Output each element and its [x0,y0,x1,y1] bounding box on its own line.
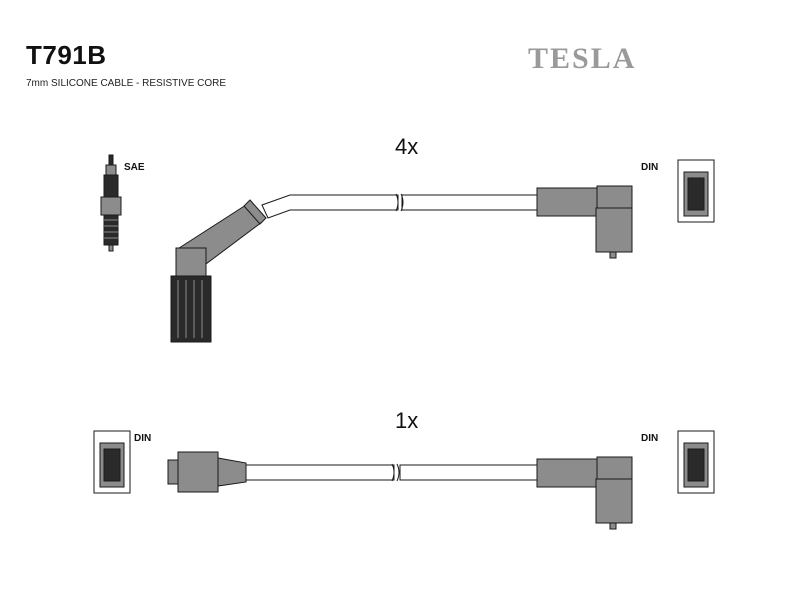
cable-description: 7mm SILICONE CABLE - RESISTIVE CORE [26,78,227,89]
set2-quantity: 1x [395,408,418,433]
set2-left-boot [167,451,247,493]
set2-left-label: DIN [134,433,151,444]
set1-right-boot [536,185,633,259]
set1-quantity: 4x [395,134,418,159]
spark-plug-boot-angled [170,199,267,343]
set2-right-label: DIN [641,433,658,444]
din-terminal-icon [677,159,715,223]
set2-right-boot [536,456,633,530]
set1-right-label: DIN [641,162,658,173]
part-number: T791B [26,40,107,70]
din-terminal-icon [677,430,715,494]
set1-cable [261,193,538,219]
brand-logo: TESLA [528,42,637,75]
din-terminal-icon [93,430,131,494]
set2-cable [245,463,538,482]
spark-plug-sae-icon [100,154,122,252]
set1-left-label: SAE [124,162,145,173]
